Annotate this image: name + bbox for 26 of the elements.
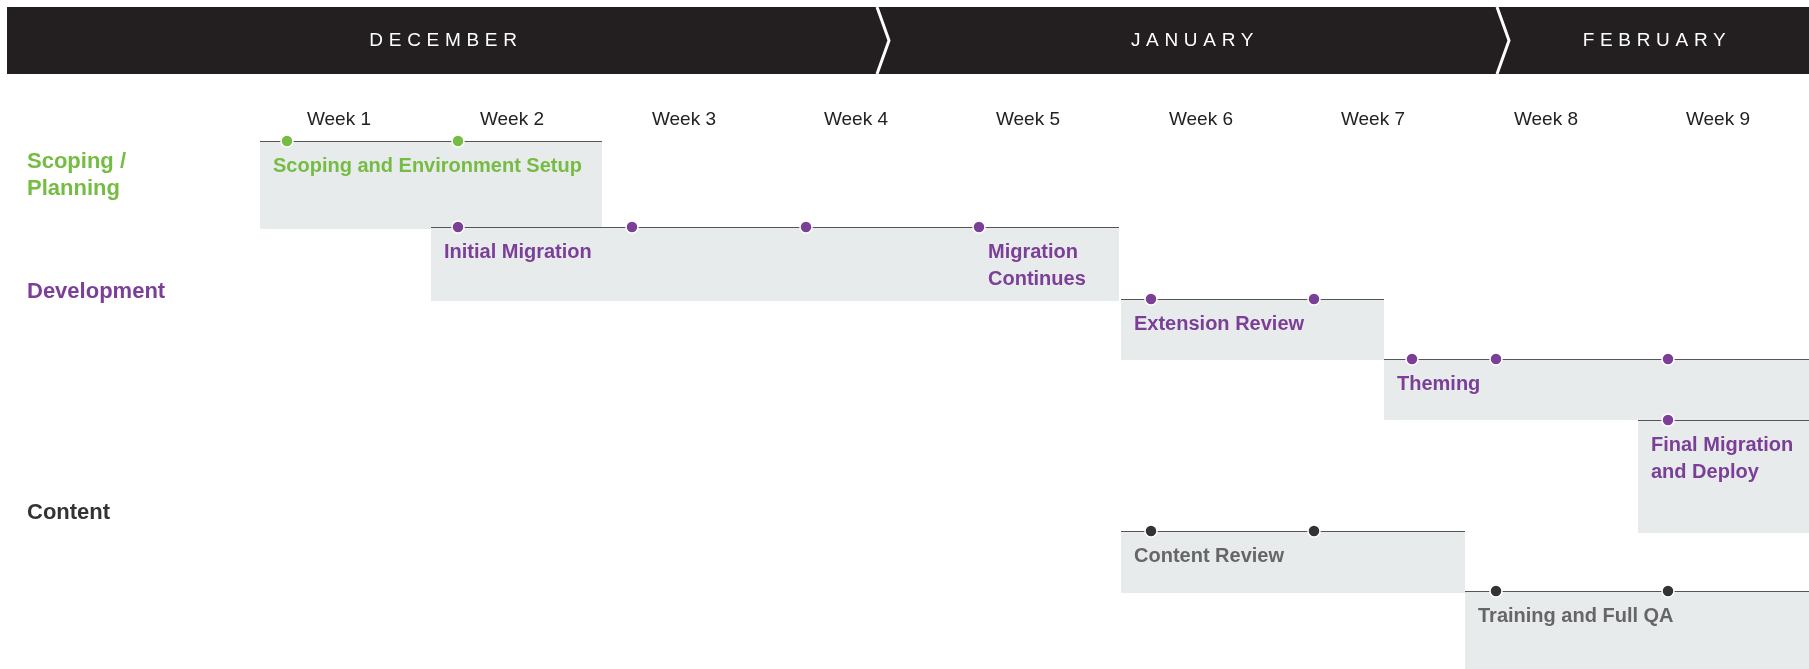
month-band [1505, 7, 1809, 74]
task-label: Theming [1397, 371, 1482, 396]
week-label: Week 2 [478, 107, 546, 131]
row-label: Scoping / Planning [27, 147, 127, 201]
task-label: Training and Full QA [1478, 603, 1675, 628]
task-label: Scoping and Environment Setup [273, 153, 583, 178]
month-label: DECEMBER [369, 28, 523, 53]
task-label: Initial Migration [444, 239, 593, 264]
week-label: Week 5 [994, 107, 1062, 131]
task-label: Extension Review [1134, 311, 1306, 336]
week-label: Week 7 [1339, 107, 1407, 131]
week-label: Week 8 [1512, 107, 1580, 131]
task-label: Final Migration and Deploy [1651, 432, 1795, 484]
month-label: FEBRUARY [1582, 28, 1732, 53]
week-label: Week 4 [822, 107, 890, 131]
month-label: JANUARY [1130, 28, 1260, 53]
row-label: Development [27, 277, 167, 304]
month-band [7, 7, 885, 74]
month-band [885, 7, 1505, 74]
row-label: Content [27, 498, 112, 525]
week-label: Week 9 [1684, 107, 1752, 131]
week-label: Week 6 [1167, 107, 1235, 131]
week-label: Week 3 [650, 107, 718, 131]
week-label: Week 1 [305, 107, 373, 131]
task-label: Content Review [1134, 543, 1286, 568]
task-label: Migration Continues [988, 239, 1087, 291]
